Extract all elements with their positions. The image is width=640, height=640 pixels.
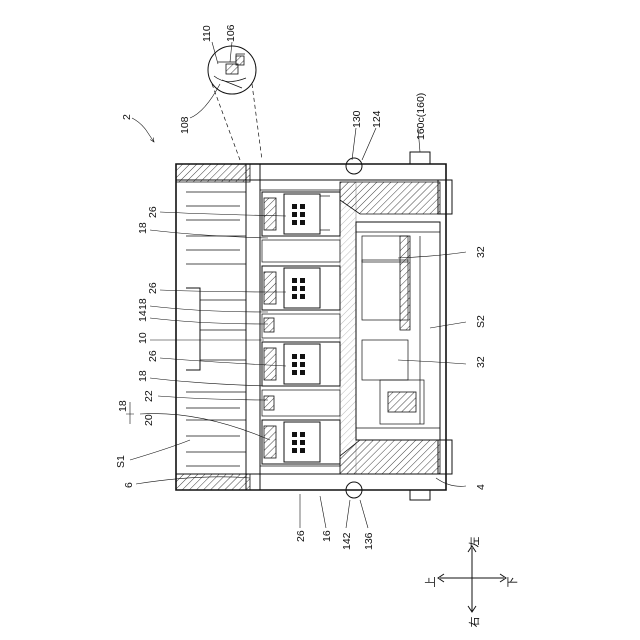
label-22: 22 xyxy=(143,390,155,402)
label-18-d: 18 xyxy=(117,400,129,412)
label-160c: 160c(160) xyxy=(415,93,427,140)
terminal-module-2 xyxy=(262,266,340,310)
terminal-module-4 xyxy=(262,420,340,464)
connector-housing xyxy=(176,152,452,500)
label-142: 142 xyxy=(341,532,353,550)
label-S2: S2 xyxy=(475,315,487,328)
label-124: 124 xyxy=(371,110,383,128)
direction-right: 右 xyxy=(467,617,481,628)
label-26-b: 26 xyxy=(147,282,159,294)
figure-label-group xyxy=(132,118,154,142)
detail-view-circle xyxy=(208,46,262,160)
label-S1: S1 xyxy=(115,455,127,468)
direction-up: 上 xyxy=(424,577,437,588)
label-10: 10 xyxy=(137,332,149,344)
terminal-module-3 xyxy=(262,342,340,386)
label-26-a: 26 xyxy=(147,206,159,218)
label-16: 16 xyxy=(321,530,333,542)
terminal-module-1 xyxy=(262,192,340,236)
label-20: 20 xyxy=(143,414,155,426)
label-6: 6 xyxy=(123,482,135,488)
label-18-b: 18 xyxy=(137,298,149,310)
label-106: 106 xyxy=(225,24,237,42)
direction-down: 下 xyxy=(506,577,519,588)
label-32-a: 32 xyxy=(475,246,487,258)
label-26-d: 26 xyxy=(295,530,307,542)
label-figure-2: 2 xyxy=(121,114,133,120)
fin-array xyxy=(186,192,246,466)
direction-compass: 左 右 上 下 xyxy=(424,537,519,628)
label-4: 4 xyxy=(475,484,487,490)
label-110: 110 xyxy=(201,25,213,42)
direction-left: 左 xyxy=(468,537,481,548)
label-18-c: 18 xyxy=(137,370,149,382)
label-136: 136 xyxy=(363,532,375,550)
label-26-c: 26 xyxy=(147,350,159,362)
label-130: 130 xyxy=(351,110,363,128)
label-32-b: 32 xyxy=(475,356,487,368)
label-14: 14 xyxy=(137,310,149,322)
label-108: 108 xyxy=(179,116,191,134)
label-18-a: 18 xyxy=(137,222,149,234)
